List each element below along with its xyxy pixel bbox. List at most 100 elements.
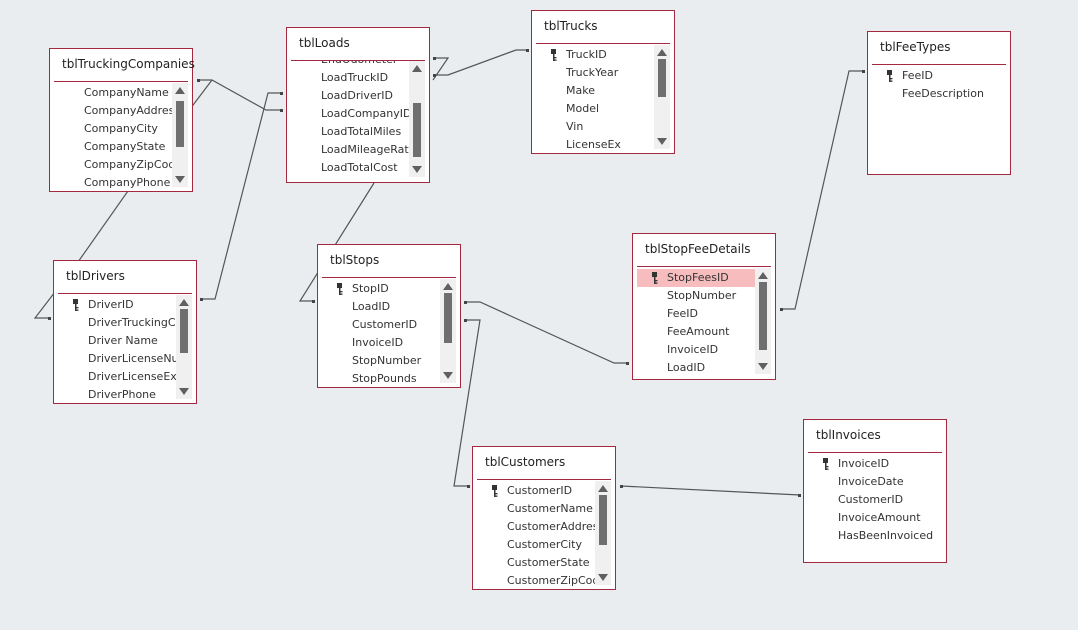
field-row[interactable]: StopNumber xyxy=(352,354,422,367)
field-row[interactable]: CompanyPhone xyxy=(84,176,171,189)
field-row[interactable]: Model xyxy=(566,102,600,115)
table-title[interactable]: tblTruckingCompanies xyxy=(62,57,195,71)
field-row[interactable]: LoadTotalCost xyxy=(321,161,398,174)
field-row[interactable]: InvoiceAmount xyxy=(838,511,921,524)
scroll-up-arrow-icon[interactable] xyxy=(598,485,608,492)
field-row[interactable]: HasBeenInvoiced xyxy=(838,529,934,542)
table-title[interactable]: tblCustomers xyxy=(485,455,566,469)
field-row[interactable]: CompanyName xyxy=(84,86,169,99)
field-row[interactable]: CompanyAddress xyxy=(84,104,172,117)
field-row[interactable]: FeeDescription xyxy=(902,87,984,100)
field-row[interactable]: StopPounds xyxy=(352,372,417,385)
scroll-thumb[interactable] xyxy=(599,495,607,545)
field-row[interactable]: DriverLicenseExpi xyxy=(88,370,176,383)
field-row[interactable]: DriverLicenseNum xyxy=(88,352,176,365)
table-title[interactable]: tblStops xyxy=(330,253,380,267)
table-trucking-companies[interactable]: tblTruckingCompanies CompanyName Company… xyxy=(49,48,195,192)
field-row[interactable]: TruckYear xyxy=(566,66,619,79)
field-name: StopFeesID xyxy=(667,271,729,284)
scroll-up-arrow-icon[interactable] xyxy=(179,299,189,306)
vertical-scrollbar[interactable] xyxy=(172,83,188,187)
field-row[interactable]: CustomerAddress xyxy=(507,520,595,533)
scroll-thumb[interactable] xyxy=(759,282,767,350)
scroll-up-arrow-icon[interactable] xyxy=(657,49,667,56)
field-row-primary-key[interactable]: TruckID xyxy=(536,46,654,64)
scroll-thumb[interactable] xyxy=(658,59,666,97)
field-row[interactable]: FeeAmount xyxy=(667,325,730,338)
vertical-scrollbar[interactable] xyxy=(176,295,192,399)
scroll-thumb[interactable] xyxy=(180,309,188,353)
relationship-line xyxy=(432,57,450,81)
scroll-down-arrow-icon[interactable] xyxy=(657,138,667,145)
scroll-down-arrow-icon[interactable] xyxy=(758,363,768,370)
table-loads[interactable]: tblLoads EndOdometer LoadTruckID LoadDri… xyxy=(286,27,430,183)
table-customers[interactable]: tblCustomers CustomerID CustomerName Cus… xyxy=(472,446,616,590)
field-row[interactable]: CustomerName xyxy=(507,502,593,515)
vertical-scrollbar[interactable] xyxy=(755,268,771,374)
field-row[interactable]: CustomerID xyxy=(352,318,418,331)
field-row[interactable]: CompanyZipCode xyxy=(84,158,172,171)
table-title[interactable]: tblInvoices xyxy=(816,428,881,442)
field-row-primary-key[interactable]: InvoiceID xyxy=(808,455,942,473)
field-row[interactable]: LoadCompanyID xyxy=(321,107,409,120)
field-row[interactable]: Driver Name xyxy=(88,334,158,347)
scroll-up-arrow-icon[interactable] xyxy=(443,283,453,290)
scroll-up-arrow-icon[interactable] xyxy=(758,272,768,279)
scroll-up-arrow-icon[interactable] xyxy=(412,65,422,72)
vertical-scrollbar[interactable] xyxy=(409,61,425,177)
field-row[interactable]: DriverTruckingCo xyxy=(88,316,176,329)
field-row[interactable]: LoadID xyxy=(667,361,706,374)
scroll-down-arrow-icon[interactable] xyxy=(443,372,453,379)
scroll-up-arrow-icon[interactable] xyxy=(175,87,185,94)
field-row[interactable]: CompanyCity xyxy=(84,122,158,135)
field-row-primary-key[interactable]: DriverID xyxy=(58,296,176,314)
relationship-line xyxy=(781,70,864,310)
field-row-primary-key[interactable]: StopID xyxy=(322,280,440,298)
field-row[interactable]: LicenseEx xyxy=(566,138,621,151)
table-title[interactable]: tblStopFeeDetails xyxy=(645,242,751,256)
field-row-primary-key[interactable]: CustomerID xyxy=(477,482,595,500)
field-row[interactable]: InvoiceID xyxy=(352,336,404,349)
field-row[interactable]: CustomerZipCode xyxy=(507,574,595,587)
field-row[interactable]: Make xyxy=(566,84,595,97)
field-row[interactable]: LoadTotalMiles xyxy=(321,125,402,138)
scroll-thumb[interactable] xyxy=(444,293,452,343)
scroll-thumb[interactable] xyxy=(176,101,184,147)
field-row[interactable]: CompanyState xyxy=(84,140,166,153)
table-fee-types[interactable]: tblFeeTypes FeeID FeeDescription xyxy=(867,31,1011,175)
field-row[interactable]: LoadDriverID xyxy=(321,89,393,102)
field-row[interactable]: LoadTruckID xyxy=(321,71,389,84)
table-trucks[interactable]: tblTrucks TruckID TruckYear Make Model V… xyxy=(531,10,675,154)
scroll-down-arrow-icon[interactable] xyxy=(175,176,185,183)
field-row[interactable]: LoadMileageRate xyxy=(321,143,409,156)
field-row[interactable]: InvoiceID xyxy=(667,343,719,356)
scroll-down-arrow-icon[interactable] xyxy=(598,574,608,581)
vertical-scrollbar[interactable] xyxy=(440,279,456,383)
scroll-down-arrow-icon[interactable] xyxy=(179,388,189,395)
scroll-down-arrow-icon[interactable] xyxy=(412,166,422,173)
field-row[interactable]: StopNumber xyxy=(667,289,737,302)
field-row[interactable]: CustomerCity xyxy=(507,538,582,551)
table-title[interactable]: tblFeeTypes xyxy=(880,40,951,54)
field-row[interactable]: InvoiceDate xyxy=(838,475,904,488)
field-row[interactable]: DriverPhone xyxy=(88,388,156,401)
table-drivers[interactable]: tblDrivers DriverID DriverTruckingCo Dri… xyxy=(53,260,197,404)
field-row-primary-key[interactable]: FeeID xyxy=(872,67,1006,85)
field-row[interactable]: CustomerID xyxy=(838,493,904,506)
field-row-primary-key-selected[interactable]: StopFeesID xyxy=(637,269,755,287)
table-stop-fee-details[interactable]: tblStopFeeDetails StopFeesID StopNumber … xyxy=(632,233,776,380)
field-row[interactable]: Vin xyxy=(566,120,584,133)
vertical-scrollbar[interactable] xyxy=(654,45,670,149)
vertical-scrollbar[interactable] xyxy=(595,481,611,585)
table-invoices[interactable]: tblInvoices InvoiceID InvoiceDate Custom… xyxy=(803,419,947,563)
field-row[interactable]: EndOdometer xyxy=(291,61,409,69)
scroll-thumb[interactable] xyxy=(413,103,421,157)
field-row[interactable]: CustomerState xyxy=(507,556,590,569)
table-stops[interactable]: tblStops StopID LoadID CustomerID Invoic… xyxy=(317,244,461,388)
field-row[interactable]: LoadID xyxy=(352,300,391,313)
table-title[interactable]: tblTrucks xyxy=(544,19,598,33)
table-title[interactable]: tblDrivers xyxy=(66,269,125,283)
table-title[interactable]: tblLoads xyxy=(299,36,350,50)
field-row[interactable]: FeeID xyxy=(667,307,698,320)
